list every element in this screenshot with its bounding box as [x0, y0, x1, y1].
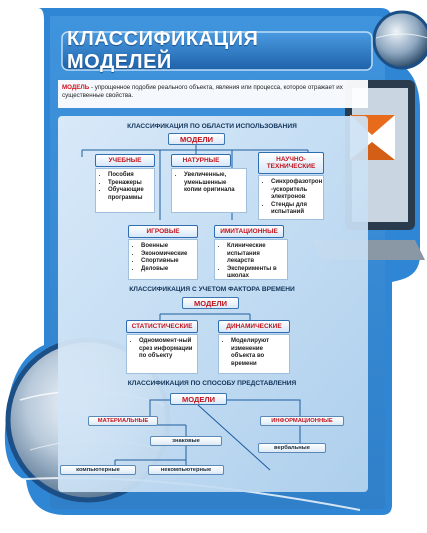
list-item: Военные — [141, 243, 195, 251]
list-item: Пособия — [108, 172, 152, 180]
natural-examples: Увеличенные, уменьшенные копии оригинала — [171, 168, 247, 213]
category-verbal: вербальные — [258, 443, 326, 453]
model-definition: МОДЕЛЬ - упрощенное подобие реального об… — [62, 84, 362, 100]
section3-root-models: МОДЕЛИ — [170, 393, 227, 405]
simulation-examples: Клинические испытания лекарств Экспериме… — [214, 239, 288, 280]
list-item: Увеличенные, уменьшенные копии оригинала — [184, 172, 244, 195]
list-item: Обучающие программы — [108, 187, 152, 202]
section-time-heading: КЛАССИФИКАЦИЯ С УЧЕТОМ ФАКТОРА ВРЕМЕНИ — [129, 286, 295, 293]
definition-term: МОДЕЛЬ — [62, 84, 90, 91]
category-simulation: ИМИТАЦИОННЫЕ — [214, 225, 284, 238]
category-noncomputer: некомпьютерные — [148, 465, 224, 475]
gaming-examples: Военные Экономические Спортивные Деловые — [128, 239, 198, 280]
category-scientific-technical: НАУЧНО-ТЕХНИЧЕСКИЕ — [258, 152, 324, 174]
definition-text: - упрощенное подобие реального объекта, … — [62, 84, 343, 99]
category-gaming: ИГРОВЫЕ — [128, 225, 198, 238]
category-sign: знаковые — [150, 436, 222, 446]
educational-examples: Пособия Тренажеры Обучающие программы — [95, 168, 155, 213]
list-item: Тренажеры — [108, 180, 152, 188]
list-item: Эксперименты в школах — [227, 266, 285, 281]
list-item: Синхрофазотрон -ускоритель электронов — [271, 179, 322, 202]
list-item: Моделируют изменение объекта во времени — [231, 338, 287, 368]
list-item: Деловые — [141, 266, 195, 274]
section-representation-heading: КЛАССИФИКАЦИЯ ПО СПОСОБУ ПРЕДСТАВЛЕНИЯ — [127, 380, 297, 387]
category-informational: ИНФОРМАЦИОННЫЕ — [260, 416, 344, 426]
list-item: Одномомент-ный срез информации по объект… — [139, 338, 195, 361]
list-item: Экономические — [141, 251, 195, 259]
scientific-technical-examples: Синхрофазотрон -ускоритель электронов Ст… — [258, 175, 324, 220]
category-natural: НАТУРНЫЕ — [171, 154, 231, 167]
list-item: Стенды для испытаний — [271, 202, 321, 217]
list-item: Клинические испытания лекарств — [227, 243, 285, 266]
section2-root-models: МОДЕЛИ — [182, 297, 239, 309]
static-description: Одномомент-ный срез информации по объект… — [126, 334, 198, 374]
category-static: СТАТИСТИЧЕСКИЕ — [126, 320, 198, 333]
category-educational: УЧЕБНЫЕ — [95, 154, 155, 167]
category-computer: компьютерные — [60, 465, 136, 475]
category-material: МАТЕРИАЛЬНЫЕ — [88, 416, 158, 426]
section1-root-models: МОДЕЛИ — [168, 133, 225, 145]
poster-title: КЛАССИФИКАЦИЯ МОДЕЛЕЙ — [67, 28, 259, 73]
dynamic-description: Моделируют изменение объекта во времени — [218, 334, 290, 374]
list-item: Спортивные — [141, 258, 195, 266]
section-usage-heading: КЛАССИФИКАЦИЯ ПО ОБЛАСТИ ИСПОЛЬЗОВАНИЯ — [127, 123, 297, 130]
category-dynamic: ДИНАМИЧЕСКИЕ — [218, 320, 290, 333]
